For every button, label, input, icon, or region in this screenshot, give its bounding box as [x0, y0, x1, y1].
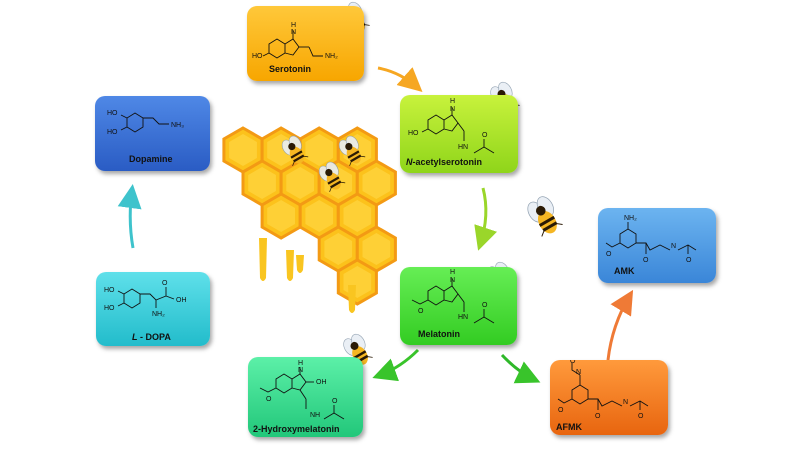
svg-text:NH₂: NH₂	[624, 215, 637, 222]
dopamine-box: HO HO NH₃ Dopamine	[95, 96, 210, 171]
svg-text:O: O	[638, 413, 644, 420]
melatonin-label: Melatonin	[418, 329, 460, 339]
svg-text:OH: OH	[316, 379, 327, 386]
svg-text:O: O	[482, 302, 488, 309]
svg-text:NH₂: NH₂	[325, 53, 338, 60]
svg-text:O: O	[266, 396, 272, 403]
afmk-box: N O O O N O AFMK	[550, 360, 668, 435]
svg-text:H: H	[450, 98, 455, 105]
ldopa-structure: HO HO O OH NH₂	[104, 280, 187, 318]
svg-text:OH: OH	[176, 297, 187, 304]
svg-text:NH₂: NH₂	[152, 311, 165, 318]
svg-text:N: N	[671, 243, 676, 250]
svg-text:O: O	[482, 132, 488, 139]
honey-drip	[348, 285, 356, 313]
ldopa-box: HO HO O OH NH₂ L - DOPA	[96, 272, 210, 346]
svg-text:O: O	[558, 407, 564, 414]
svg-text:N: N	[291, 29, 296, 36]
serotonin-box: H N HO NH₂ Serotonin	[247, 6, 364, 81]
arrow-melatonin-to-2-hydroxymelatonin	[372, 348, 420, 382]
bee-icon	[338, 135, 366, 166]
arrow-serotonin-to-nacetylserotonin	[377, 66, 423, 92]
svg-text:HN: HN	[458, 314, 468, 321]
svg-text:NH: NH	[310, 412, 320, 419]
honeycomb-cell-highlight	[286, 167, 314, 199]
melatonin-structure: H N O HN O	[411, 269, 495, 324]
svg-text:N: N	[450, 277, 455, 284]
bee-icon	[343, 333, 373, 368]
amk-structure: NH₂ O O N O	[605, 215, 697, 264]
svg-text:N: N	[298, 367, 303, 374]
honeycomb-illustration	[222, 126, 397, 313]
honeycomb-cell-highlight	[362, 233, 391, 265]
dopamine-structure: HO HO NH₃	[107, 110, 184, 136]
afmk-label: AFMK	[556, 422, 582, 432]
svg-text:O: O	[595, 413, 601, 420]
svg-text:HO: HO	[408, 130, 419, 137]
nacetylserotonin-box: H N HO HN O N-acetylserotonin	[400, 95, 518, 173]
svg-text:HO: HO	[107, 110, 118, 117]
svg-text:H: H	[450, 269, 455, 276]
nacetylserotonin-structure: H N HO HN O	[408, 98, 495, 154]
svg-text:H: H	[291, 22, 296, 29]
arrow-nacetylserotonin-to-melatonin	[474, 187, 498, 251]
nacetylserotonin-label: N-acetylserotonin	[406, 157, 483, 167]
ldopa-label: L - DOPA	[132, 332, 171, 342]
serotonin-structure: H N HO NH₂	[252, 22, 338, 60]
bee-icon	[527, 196, 563, 237]
honeycomb-cell-highlight	[229, 134, 257, 166]
honey-drip	[286, 250, 294, 281]
svg-text:N: N	[623, 399, 628, 406]
svg-text:O: O	[606, 251, 612, 258]
svg-text:HO: HO	[107, 129, 118, 136]
dopamine-label: Dopamine	[129, 154, 173, 164]
hydroxymelatonin-structure: H N OH O NH O	[259, 360, 345, 420]
bee-icon	[318, 161, 346, 192]
svg-text:HO: HO	[252, 53, 263, 60]
honeycomb-cell-highlight	[343, 200, 372, 232]
svg-text:N: N	[450, 106, 455, 113]
serotonin-label: Serotonin	[269, 64, 311, 74]
melatonin-box: H N O HN O Melatonin	[400, 267, 517, 345]
honeycomb-cell-highlight	[305, 134, 334, 166]
svg-text:O: O	[643, 257, 649, 264]
svg-text:N: N	[576, 369, 581, 376]
amk-label: AMK	[614, 266, 635, 276]
arrow-afmk-to-amk	[606, 289, 634, 361]
svg-text:HO: HO	[104, 305, 115, 312]
svg-text:O: O	[570, 360, 576, 365]
arrow-melatonin-to-afmk	[500, 353, 541, 384]
svg-text:HN: HN	[458, 144, 468, 151]
svg-text:H: H	[298, 360, 303, 367]
svg-text:O: O	[332, 398, 338, 405]
honeycomb-cell-highlight	[305, 200, 334, 232]
honeycomb-cell-highlight	[362, 167, 391, 199]
honey-drip	[259, 238, 267, 281]
arrow-ldopa-to-dopamine	[117, 184, 142, 249]
svg-text:O: O	[686, 257, 692, 264]
honey-drip	[296, 255, 304, 273]
hydroxymelatonin-box: H N OH O NH O 2-Hydroxymelatonin	[248, 357, 363, 437]
honeycomb-cell-highlight	[267, 200, 295, 232]
amk-box: NH₂ O O N O AMK	[598, 208, 716, 283]
bee-icon	[281, 135, 309, 166]
svg-text:HO: HO	[104, 287, 115, 294]
honeycomb-cell-highlight	[324, 233, 353, 265]
afmk-structure: N O O O N O	[557, 360, 649, 420]
honeycomb-cell-highlight	[248, 167, 276, 199]
svg-text:O: O	[162, 280, 168, 287]
svg-text:NH₃: NH₃	[171, 122, 184, 129]
hydroxymelatonin-label: 2-Hydroxymelatonin	[253, 424, 340, 434]
svg-text:O: O	[418, 308, 424, 315]
